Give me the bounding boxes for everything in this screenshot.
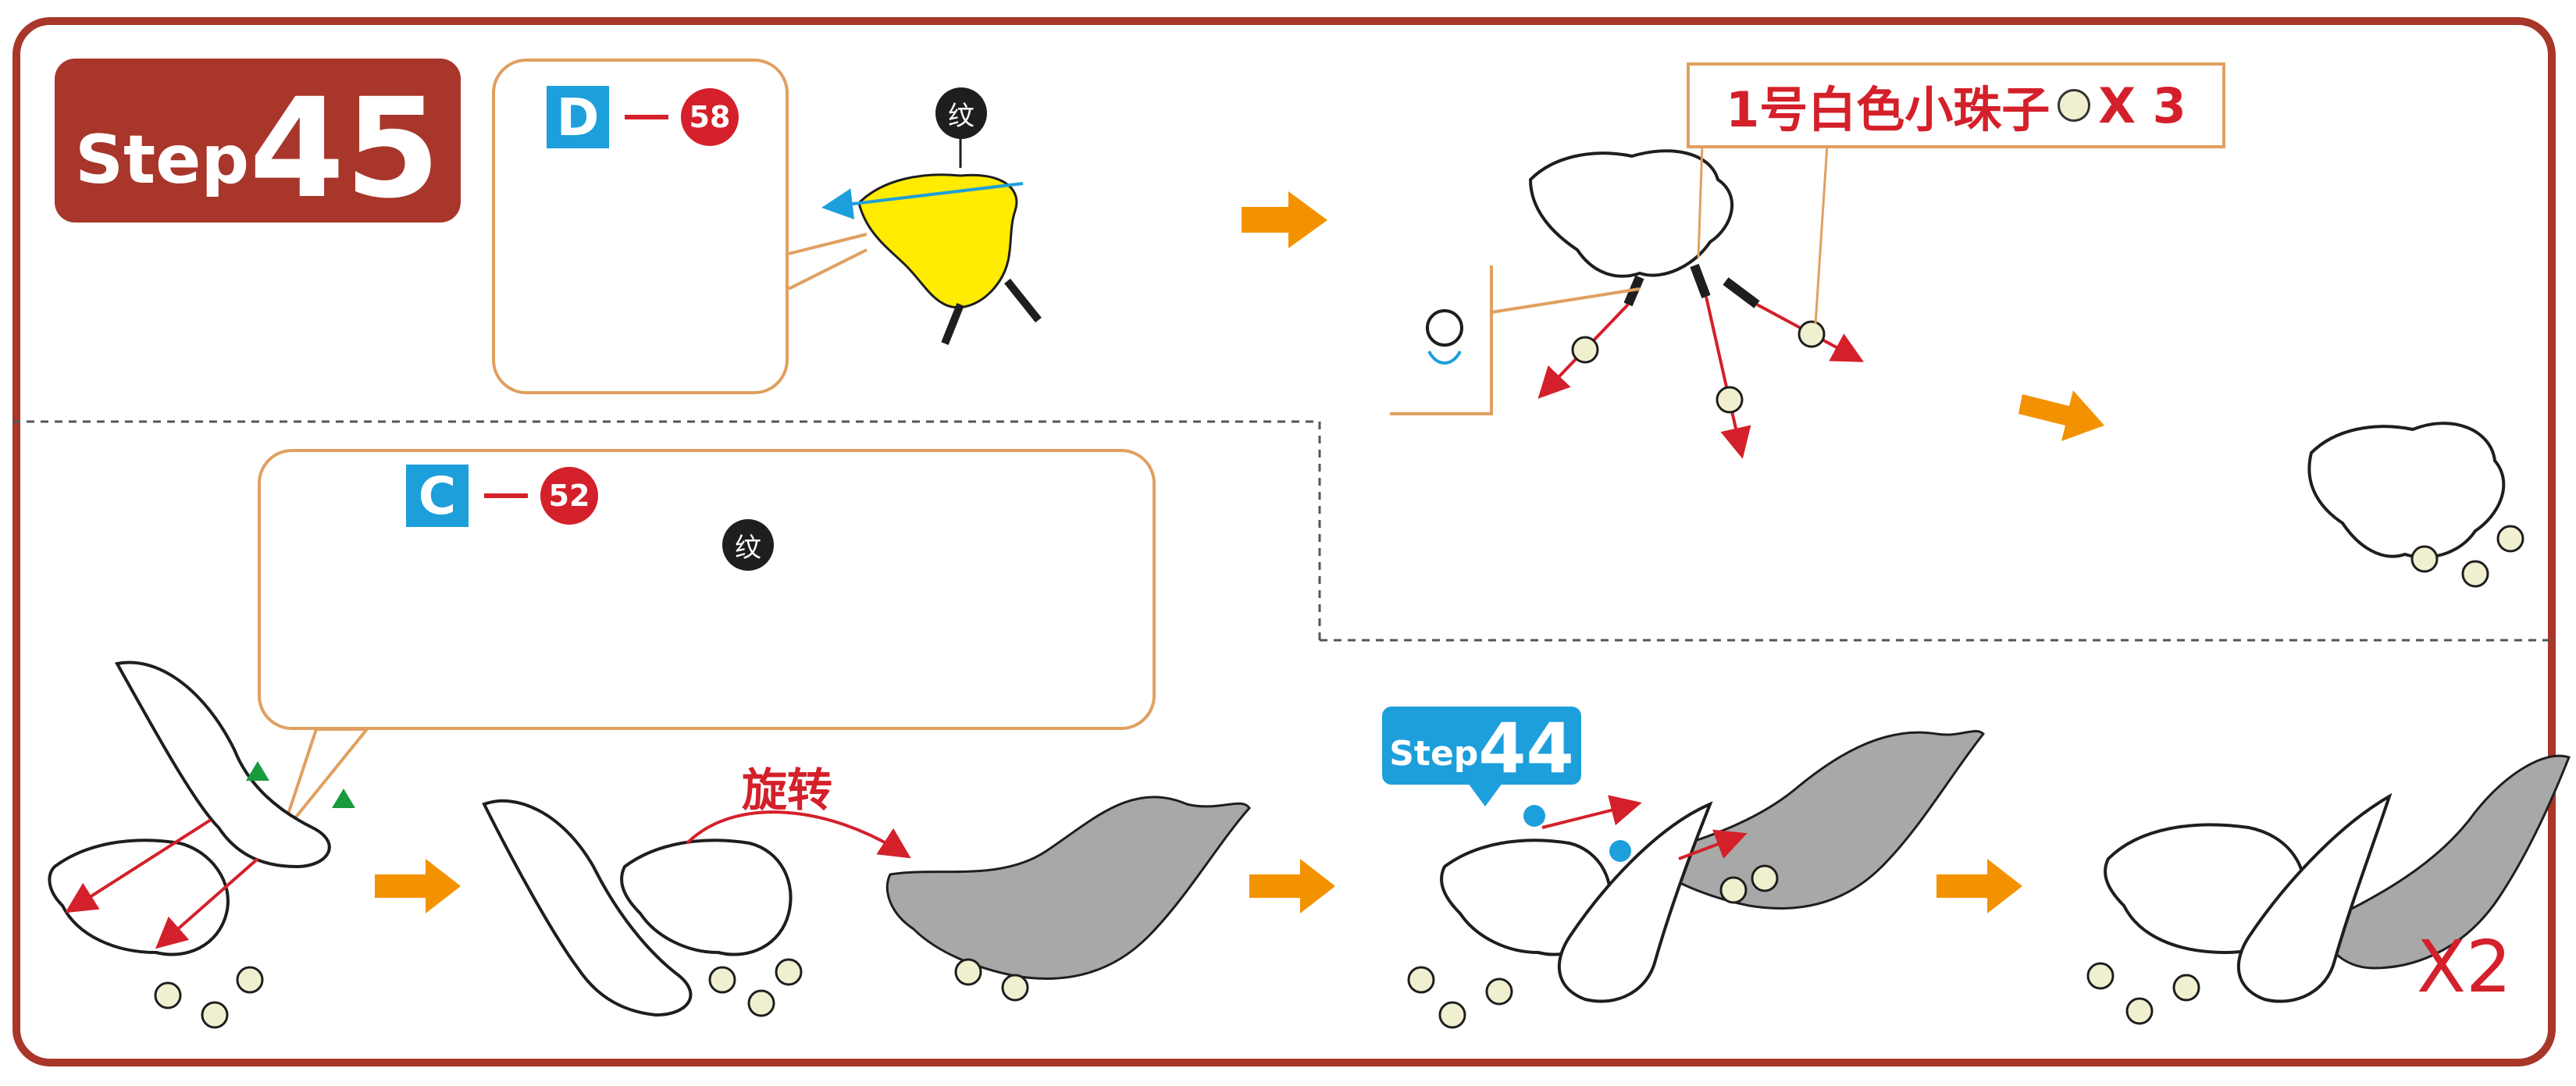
bead-note-text: 1号白色小珠子: [1726, 81, 2050, 138]
bead-note-pointer: [1697, 144, 1829, 325]
part-c-letter: C: [406, 465, 469, 527]
rotate-label: 旋转: [742, 764, 833, 817]
bead-icon: [708, 958, 803, 1017]
step-ref-word: Step: [1389, 734, 1479, 774]
bead-icon: [2086, 962, 2200, 1025]
bead-pointers: [1537, 296, 1865, 459]
final-white-part: [2104, 792, 2393, 1003]
bead-icon: [1571, 320, 1826, 414]
part-d-yellow-shape: [821, 137, 1042, 345]
part-c-number: 52: [540, 467, 598, 525]
final-grey-part: [2324, 754, 2571, 970]
step-ref-number: 44: [1478, 708, 1574, 789]
assembled-head-outline: [1528, 149, 1760, 308]
part-d-dash: [625, 115, 668, 119]
bead-icon: [2058, 89, 2091, 122]
arrow-right-icon: [1936, 859, 2022, 913]
texture-label-c: 纹: [722, 519, 774, 571]
combined-white-part: [1440, 801, 1713, 1003]
finished-head-outline: [2307, 422, 2506, 559]
part-d-number: 58: [681, 88, 739, 146]
arrow-right-icon: [1242, 191, 1327, 248]
step-badge: Step 45: [55, 59, 461, 223]
arrow-right-icon: [375, 859, 461, 913]
dashed-dividers: [12, 420, 2553, 642]
callout-pointer-d: [788, 233, 868, 290]
repeat-label: X2: [2417, 925, 2512, 1009]
bead-icon: [2410, 525, 2524, 588]
second-assembly-outline: [482, 799, 793, 1017]
part-c-callout: [258, 449, 1156, 730]
combined-pointers: [1541, 795, 1748, 860]
part-d-callout: [492, 59, 789, 394]
bead-icon: [154, 966, 264, 1029]
grey-rotated-part: [885, 796, 1251, 980]
bead-icon: [1407, 864, 1779, 1029]
bead-note-box: 1号白色小珠子 X 3: [1687, 62, 2225, 148]
bead-icon: [954, 958, 1029, 1002]
green-triangle-icon: [246, 761, 355, 808]
part-c-dash: [484, 493, 528, 498]
arrow-right-icon: [2018, 390, 2104, 441]
step-word: Step: [75, 121, 249, 199]
assembly-pointers: [65, 818, 259, 949]
step-ref-badge: Step 44: [1382, 707, 1581, 785]
bead-thread-icon: [1426, 309, 1463, 365]
part-d-letter: D: [547, 86, 609, 148]
blue-dot-icon: [1523, 805, 1631, 862]
texture-label-d: 纹: [935, 87, 987, 139]
bead-detail: [1390, 265, 1641, 415]
arrow-right-icon: [1249, 859, 1335, 913]
step-number: 45: [249, 69, 440, 229]
rotate-arrow-icon: [686, 810, 911, 859]
bead-note-times: X 3: [2098, 77, 2186, 134]
step-ref-tail: [1468, 783, 1502, 806]
combined-grey-part: [1637, 730, 1986, 910]
